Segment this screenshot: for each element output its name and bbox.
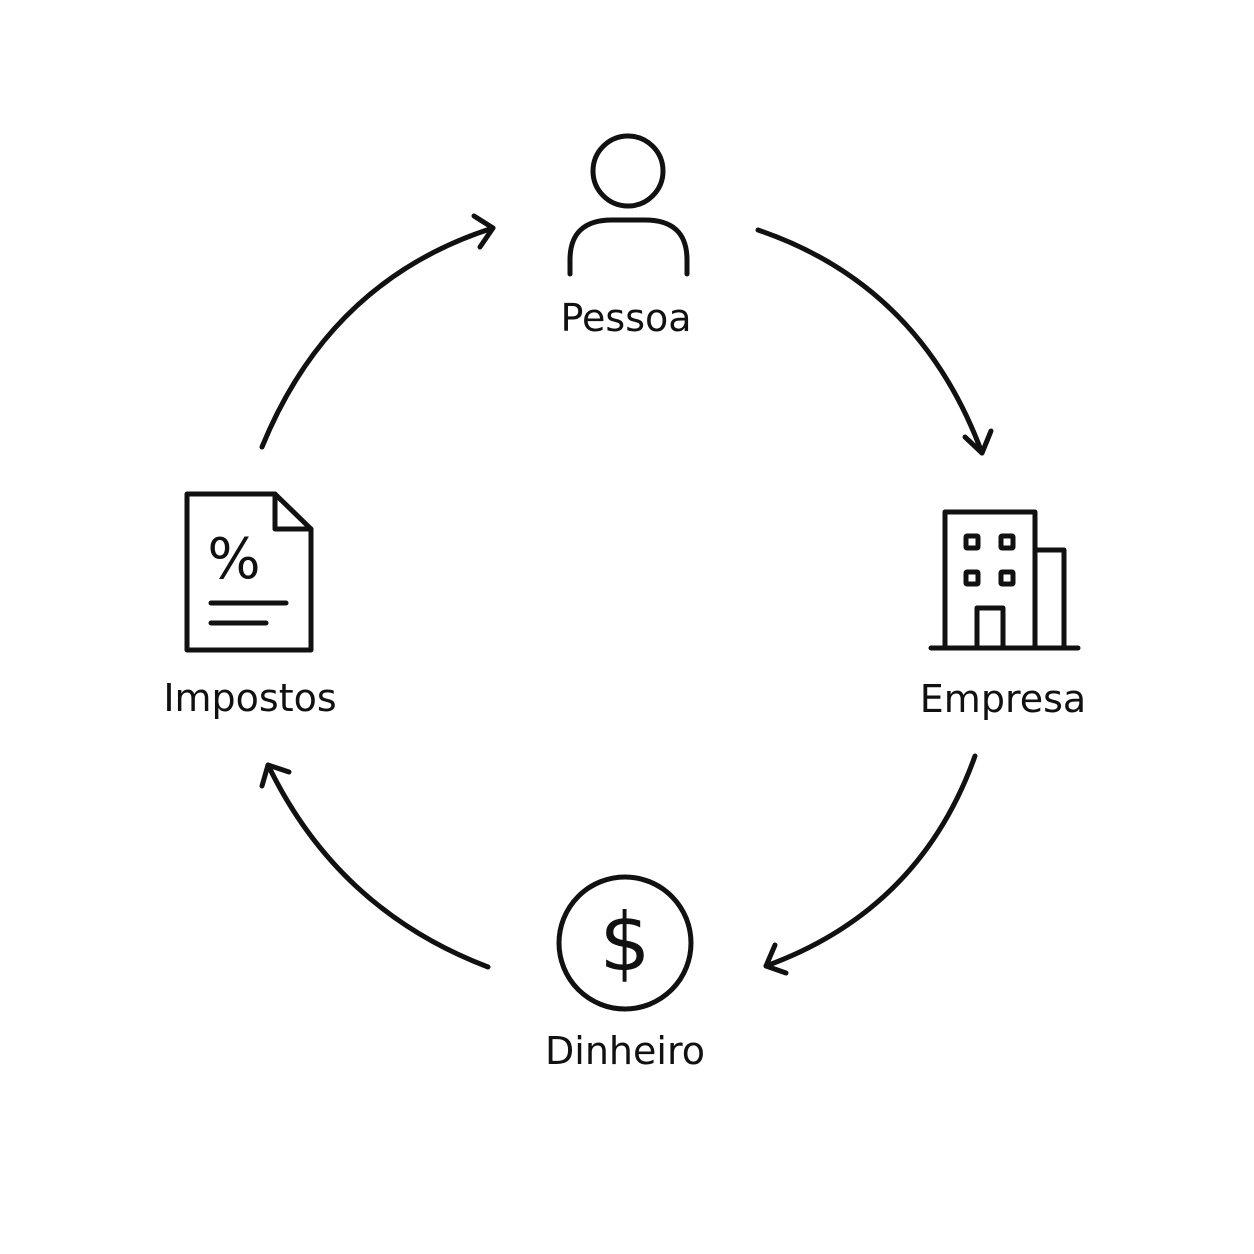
- node-dinheiro: $ Dinheiro: [545, 874, 705, 1073]
- node-label-empresa: Empresa: [920, 677, 1086, 721]
- building-icon: [928, 509, 1081, 651]
- node-pessoa: Pessoa: [560, 133, 692, 340]
- node-impostos: % Impostos: [163, 491, 337, 720]
- node-label-pessoa: Pessoa: [560, 296, 691, 340]
- node-label-impostos: Impostos: [163, 676, 336, 720]
- tax-document-icon: %: [184, 491, 314, 653]
- person-icon: [567, 133, 690, 277]
- percent-sign: %: [207, 527, 260, 592]
- arrow-dinheiro-to-impostos: [259, 762, 491, 970]
- dollar-coin-icon: $: [556, 874, 694, 1012]
- arrow-empresa-to-dinheiro: [763, 753, 978, 976]
- node-label-dinheiro: Dinheiro: [545, 1029, 705, 1073]
- arrow-pessoa-to-empresa: [755, 227, 994, 456]
- dollar-sign: $: [600, 896, 651, 989]
- arrow-impostos-to-pessoa: [259, 213, 496, 450]
- node-empresa: Empresa: [920, 509, 1086, 721]
